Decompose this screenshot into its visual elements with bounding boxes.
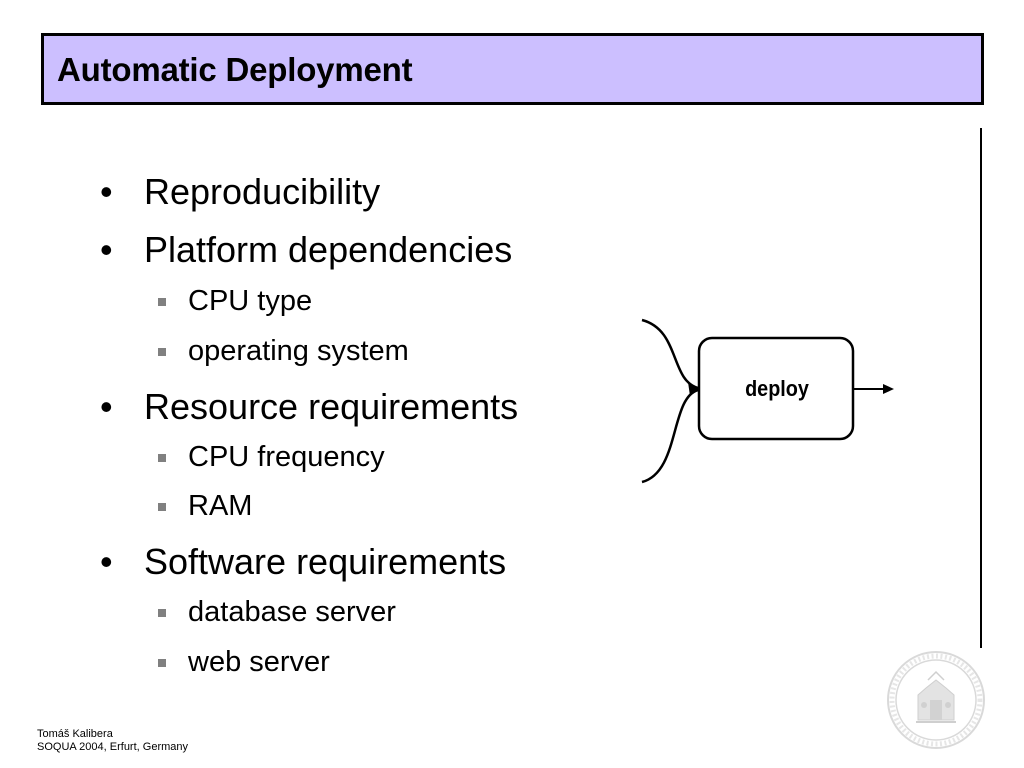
footer-author: Tomáš Kalibera bbox=[37, 728, 113, 740]
input-curve-lower bbox=[641, 388, 699, 484]
sub-bullet-square bbox=[158, 298, 166, 306]
sub-bullet-square bbox=[158, 454, 166, 462]
input-curve-upper bbox=[641, 318, 699, 390]
bullet-text: Reproducibility bbox=[144, 171, 381, 212]
sub-bullet-square bbox=[158, 348, 166, 356]
university-seal-logo bbox=[887, 651, 985, 749]
bullet-text: Platform dependencies bbox=[144, 229, 513, 270]
sub-bullet-text: web server bbox=[188, 646, 330, 678]
deploy-diagram bbox=[641, 318, 894, 484]
bullet-text: Resource requirements bbox=[144, 386, 519, 427]
title-bar: Automatic Deployment bbox=[41, 33, 984, 105]
bullet-dot: • bbox=[100, 171, 113, 212]
sub-bullet-square bbox=[158, 503, 166, 511]
output-arrowhead bbox=[883, 384, 894, 394]
sub-bullet-text: operating system bbox=[188, 335, 409, 367]
vertical-rule bbox=[980, 128, 982, 648]
slide-title: Automatic Deployment bbox=[57, 51, 413, 88]
bullet-dot: • bbox=[100, 386, 113, 427]
bullet-text: Software requirements bbox=[144, 541, 507, 582]
footer-event: SOQUA 2004, Erfurt, Germany bbox=[37, 741, 189, 753]
sub-bullet-square bbox=[158, 659, 166, 667]
bullet-dot: • bbox=[100, 229, 113, 270]
sub-bullet-text: CPU frequency bbox=[188, 441, 385, 473]
bullet-dot: • bbox=[100, 541, 113, 582]
sub-bullet-text: database server bbox=[188, 596, 396, 628]
footer: Tomáš Kalibera SOQUA 2004, Erfurt, Germa… bbox=[37, 728, 188, 754]
input-arrowhead bbox=[688, 382, 700, 396]
sub-bullet-text: RAM bbox=[188, 490, 253, 522]
sub-bullet-text: CPU type bbox=[188, 285, 313, 317]
deploy-box-label: deploy bbox=[745, 376, 809, 401]
bullet-list: • Reproducibility • Platform dependencie… bbox=[100, 171, 519, 678]
sub-bullet-square bbox=[158, 609, 166, 617]
